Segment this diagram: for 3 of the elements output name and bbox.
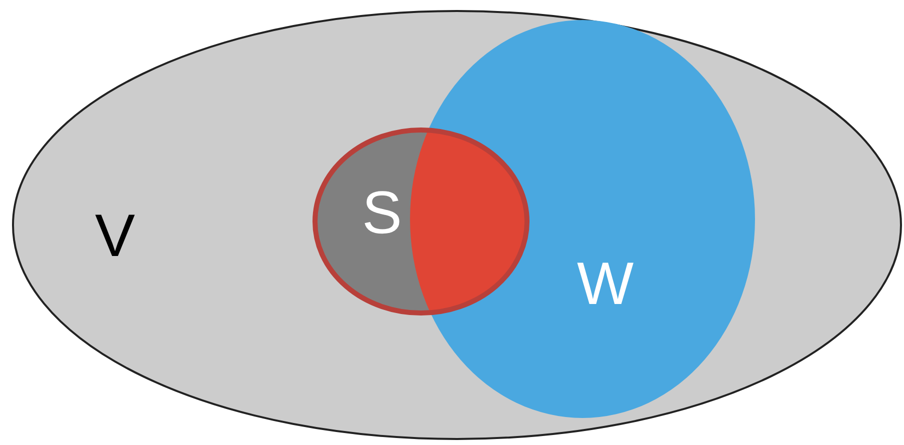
set-label: V xyxy=(95,206,136,266)
set-label: S xyxy=(362,183,402,243)
set-label: W xyxy=(577,254,634,314)
